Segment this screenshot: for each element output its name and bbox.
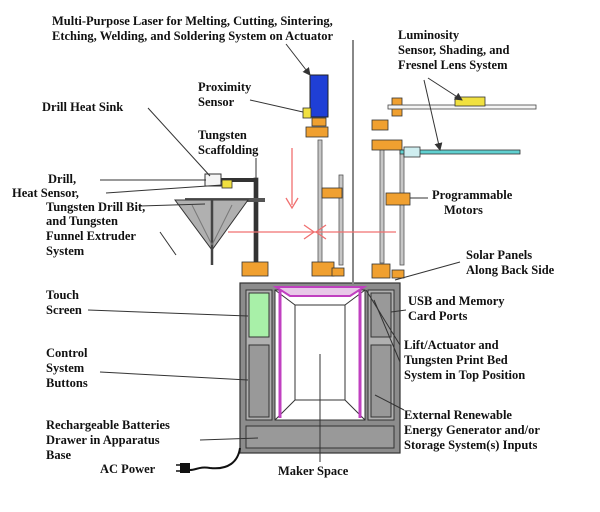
print-bed-system: [272, 286, 368, 418]
motor: [331, 267, 345, 277]
laser-body: [309, 74, 329, 118]
motor: [371, 139, 403, 151]
leader-lines: [87, 43, 463, 462]
label-maker-space: Maker Space: [278, 464, 349, 478]
luminosity-sensor: [454, 96, 486, 107]
motor: [391, 269, 405, 279]
laser-beams: [228, 148, 396, 240]
luminosity-system: [387, 96, 537, 158]
label-tungsten-drill-bit: Tungsten Drill Bit,: [46, 200, 146, 214]
label-heat-sensor: Heat Sensor,: [12, 186, 79, 200]
control-buttons-panel[interactable]: [248, 344, 270, 418]
motor: [385, 192, 411, 206]
label-drill-heat-sink: Drill Heat Sink: [42, 100, 124, 114]
drill-body: [204, 173, 222, 187]
heat-sensor: [221, 179, 233, 189]
motor: [241, 261, 269, 277]
ac-power-cord: [176, 447, 241, 473]
apparatus-housing: [239, 282, 401, 454]
label-drill: Drill,: [48, 172, 77, 186]
rails: [253, 40, 405, 285]
renewable-inputs-panel[interactable]: [370, 344, 392, 418]
label-laser: Multi-Purpose Laser for Melting, Cutting…: [52, 14, 334, 43]
touch-screen[interactable]: [248, 292, 270, 338]
motor: [371, 119, 389, 131]
motor: [371, 263, 391, 279]
laser-assembly: [302, 74, 329, 138]
motor: [311, 261, 335, 277]
label-ac-power: AC Power: [100, 462, 156, 476]
motor: [321, 187, 343, 199]
fresnel-lens: [399, 149, 521, 155]
proximity-sensor: [302, 107, 312, 119]
motors: [241, 97, 411, 279]
